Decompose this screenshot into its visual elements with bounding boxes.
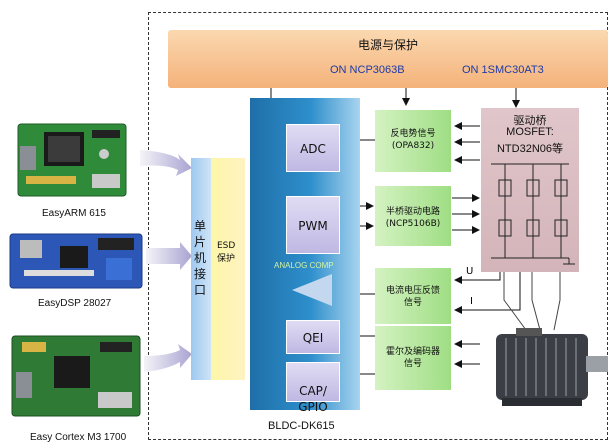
- qei-label: QEI: [302, 331, 324, 345]
- back-emf-line1: 反电势信号: [390, 129, 436, 139]
- feedback-line1: 电流电压反馈: [385, 286, 440, 296]
- power-protection-block: 电源与保护 ON NCP3063B ON 1SMC30AT3: [168, 30, 608, 88]
- easydsp-board: [6, 226, 146, 294]
- motor-icon: [486, 326, 612, 410]
- back-emf-line2: (OPA832): [391, 141, 435, 151]
- board-title: BLDC-DK615: [268, 420, 335, 432]
- pwm-module: PWM: [286, 196, 340, 254]
- easyarm-board: [12, 118, 130, 200]
- hall-encoder-line2: 信号: [403, 359, 422, 369]
- analog-comp-label: ANALOG COMP: [274, 261, 334, 270]
- half-bridge-line2: (NCP5106B): [385, 219, 441, 229]
- bridge-title: 驱动桥: [513, 114, 547, 127]
- esd-protection-bar: ESD保护: [211, 158, 245, 380]
- adc-label: ADC: [300, 142, 326, 156]
- adc-module: ADC: [286, 124, 340, 172]
- back-emf-box: 反电势信号 (OPA832): [375, 110, 451, 172]
- power-part-2: ON 1SMC30AT3: [462, 64, 544, 76]
- board-label-easydsp: EasyDSP 28027: [38, 298, 112, 309]
- pwm-label: PWM: [298, 219, 328, 233]
- mcu-interface-label: 单片机接口: [194, 219, 207, 297]
- mcu-interface-bar: 单片机接口: [191, 158, 211, 380]
- half-bridge-line1: 半桥驱动电路: [385, 207, 440, 217]
- easycortex-board: [8, 332, 144, 420]
- bridge-line3: NTD32N06等: [496, 143, 564, 155]
- esd-label: ESD保护: [217, 241, 236, 264]
- board-label-easycortex: Easy Cortex M3 1700: [30, 432, 127, 443]
- i-label: I: [470, 296, 473, 307]
- board-label-easyarm: EasyARM 615: [42, 208, 106, 219]
- cap-gpio-label: CAP/ GPIO: [298, 384, 328, 414]
- drive-bridge-block: 驱动桥 MOSFET: NTD32N06等: [481, 108, 579, 272]
- qei-module: QEI: [286, 320, 340, 354]
- hall-encoder-line1: 霍尔及编码器: [385, 347, 440, 357]
- mosfet-schematic-icon: [491, 163, 575, 265]
- power-part-1: ON NCP3063B: [330, 64, 405, 76]
- half-bridge-box: 半桥驱动电路 (NCP5106B): [375, 186, 451, 246]
- feedback-box: 电流电压反馈 信号: [375, 268, 451, 324]
- u-label: U: [466, 266, 474, 277]
- hall-encoder-box: 霍尔及编码器 信号: [375, 326, 451, 390]
- feedback-line2: 信号: [403, 298, 422, 308]
- power-title: 电源与保护: [357, 38, 418, 52]
- cap-gpio-module: CAP/ GPIO: [286, 362, 340, 414]
- bridge-line2: MOSFET:: [506, 126, 554, 138]
- system-frame: [148, 12, 608, 440]
- analog-comp-icon: [286, 270, 340, 310]
